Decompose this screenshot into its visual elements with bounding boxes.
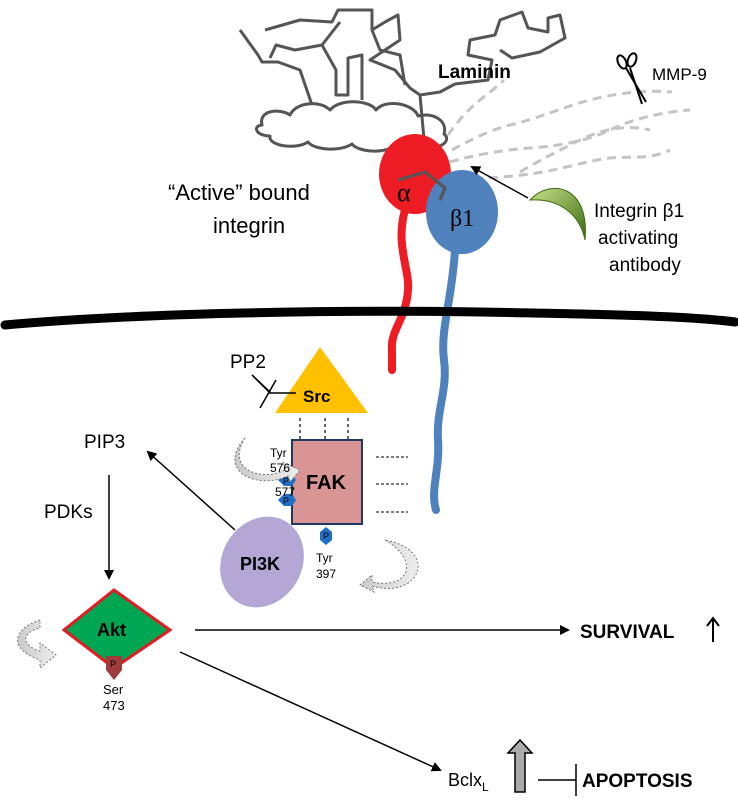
active-integrin-label-2: integrin (213, 213, 285, 238)
akt-label: Akt (97, 620, 126, 640)
p-577: P (283, 496, 289, 506)
ser473-label-a: Ser (103, 682, 124, 697)
survival-up-arrow (706, 616, 720, 642)
fak-integrin-links (376, 456, 408, 513)
tyr576-label-a: Tyr (270, 446, 287, 460)
bclx-inhibition (538, 764, 577, 796)
phospho-ser473 (106, 656, 122, 680)
ser473-label-b: 473 (103, 698, 125, 713)
fak-kinase (291, 439, 363, 525)
bclx-up-arrow (506, 738, 534, 793)
tyr577-label: 577 (275, 485, 295, 499)
scissors-icon (616, 52, 647, 105)
src-kinase (275, 347, 368, 413)
phospho-577 (278, 494, 296, 506)
pip3-label: PIP3 (84, 432, 125, 453)
beta1-label: β1 (450, 206, 474, 232)
curved-arrow-akt (17, 619, 57, 670)
pi3k-kinase (220, 516, 304, 608)
arrow-pi3k-pip3 (146, 450, 236, 531)
bclx-text: Bclx (448, 770, 482, 790)
survival-label: SURVIVAL (580, 622, 675, 643)
tyr576-label-b: 576 (270, 461, 290, 475)
antibody-label-1: Integrin β1 (594, 201, 684, 222)
src-label: Src (303, 387, 330, 406)
p-576: P (283, 476, 289, 486)
p-ser473: P (110, 659, 116, 669)
antibody-label-3: antibody (609, 255, 681, 276)
tyr397-label-a: Tyr (316, 551, 333, 565)
bclx-subscript: L (482, 780, 489, 794)
plasma-membrane (0, 306, 738, 330)
tyr397-label-b: 397 (316, 567, 336, 581)
arrow-akt-bclx (179, 651, 442, 772)
fak-label: FAK (306, 472, 347, 494)
apoptosis-label: APOPTOSIS (582, 771, 693, 792)
bclx-label: BclxL (448, 770, 489, 794)
pi3k-label: PI3K (240, 554, 280, 574)
phospho-397 (320, 527, 332, 545)
cleaved-laminin (443, 78, 691, 180)
laminin-label: Laminin (438, 62, 511, 83)
antibody-icon (528, 187, 586, 241)
pp2-inhibition (251, 374, 296, 409)
pp2-label: PP2 (230, 352, 266, 373)
alpha-label: α (397, 178, 411, 207)
active-integrin-label-1: “Active” bound (168, 180, 310, 205)
src-fak-links (299, 418, 349, 440)
mmp9-label: MMP-9 (652, 65, 707, 84)
antibody-label-2: activating (598, 228, 678, 249)
pdks-label: PDKs (44, 502, 93, 523)
laminin-binding-segment (397, 170, 447, 201)
p-397: P (323, 531, 329, 541)
curved-arrow-fak (234, 437, 301, 484)
curved-arrow-397 (359, 539, 419, 593)
antibody-arrow (470, 166, 529, 199)
